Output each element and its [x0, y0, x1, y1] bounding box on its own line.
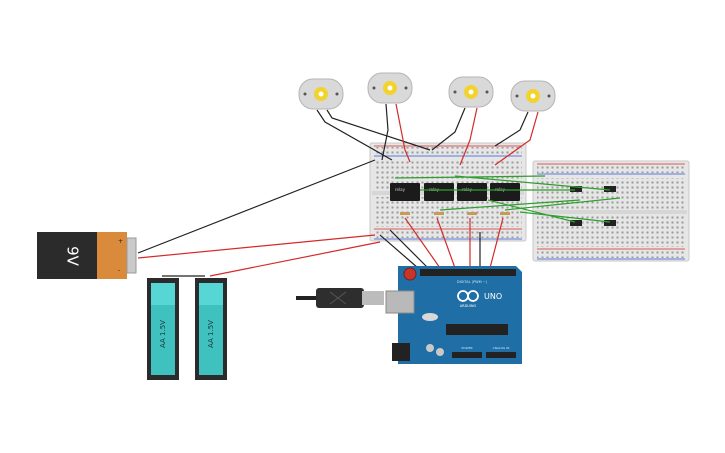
motor-2 [367, 72, 413, 104]
model-text: UNO [484, 292, 502, 301]
crystal [422, 313, 438, 321]
transistor-2 [604, 186, 616, 192]
power-header [452, 352, 482, 358]
transistor-1 [570, 186, 582, 192]
brand-text: ARDUINO [460, 304, 477, 308]
aa-battery-1-label: AA 1.5V [159, 320, 167, 348]
relay-2: relay [424, 183, 454, 201]
transistor-3 [570, 220, 582, 226]
digital-header [420, 269, 516, 276]
resistors [400, 212, 510, 215]
usb-port [385, 290, 415, 314]
microcontroller-chip [446, 324, 508, 335]
transistor-4 [604, 220, 616, 226]
svg-text:relay: relay [395, 187, 406, 192]
battery-9v-label: 9V [64, 246, 82, 267]
aa-battery-1: AA 1.5V [147, 278, 179, 380]
motor-4 [510, 80, 556, 112]
breadboard-right [532, 160, 690, 262]
reset-button [403, 267, 417, 281]
digital-label: DIGITAL (PWM ~) [457, 280, 488, 284]
analog-label: ANALOG IN [493, 346, 510, 350]
power-label: POWER [461, 346, 472, 350]
analog-header [486, 352, 516, 358]
motor-3 [448, 76, 494, 108]
relay-4: relay [490, 183, 520, 201]
usb-cable [296, 288, 384, 308]
battery-9v-plus: + [118, 238, 123, 245]
battery-9v: 9V + - [37, 232, 137, 279]
relay-3: relay [457, 183, 487, 201]
motor-1 [298, 78, 344, 110]
capacitor-1 [426, 344, 434, 352]
arduino-uno: DIGITAL (PWM ~) UNO ARDUINO POWER ANALOG… [385, 266, 522, 364]
relay-1: relay [390, 183, 420, 201]
wires [137, 103, 621, 277]
battery-9v-minus: - [118, 267, 120, 274]
arduino-logo-icon [457, 290, 479, 302]
power-jack [392, 343, 410, 361]
aa-battery-2: AA 1.5V [195, 278, 227, 380]
capacitor-2 [436, 348, 444, 356]
aa-battery-2-label: AA 1.5V [207, 320, 215, 348]
